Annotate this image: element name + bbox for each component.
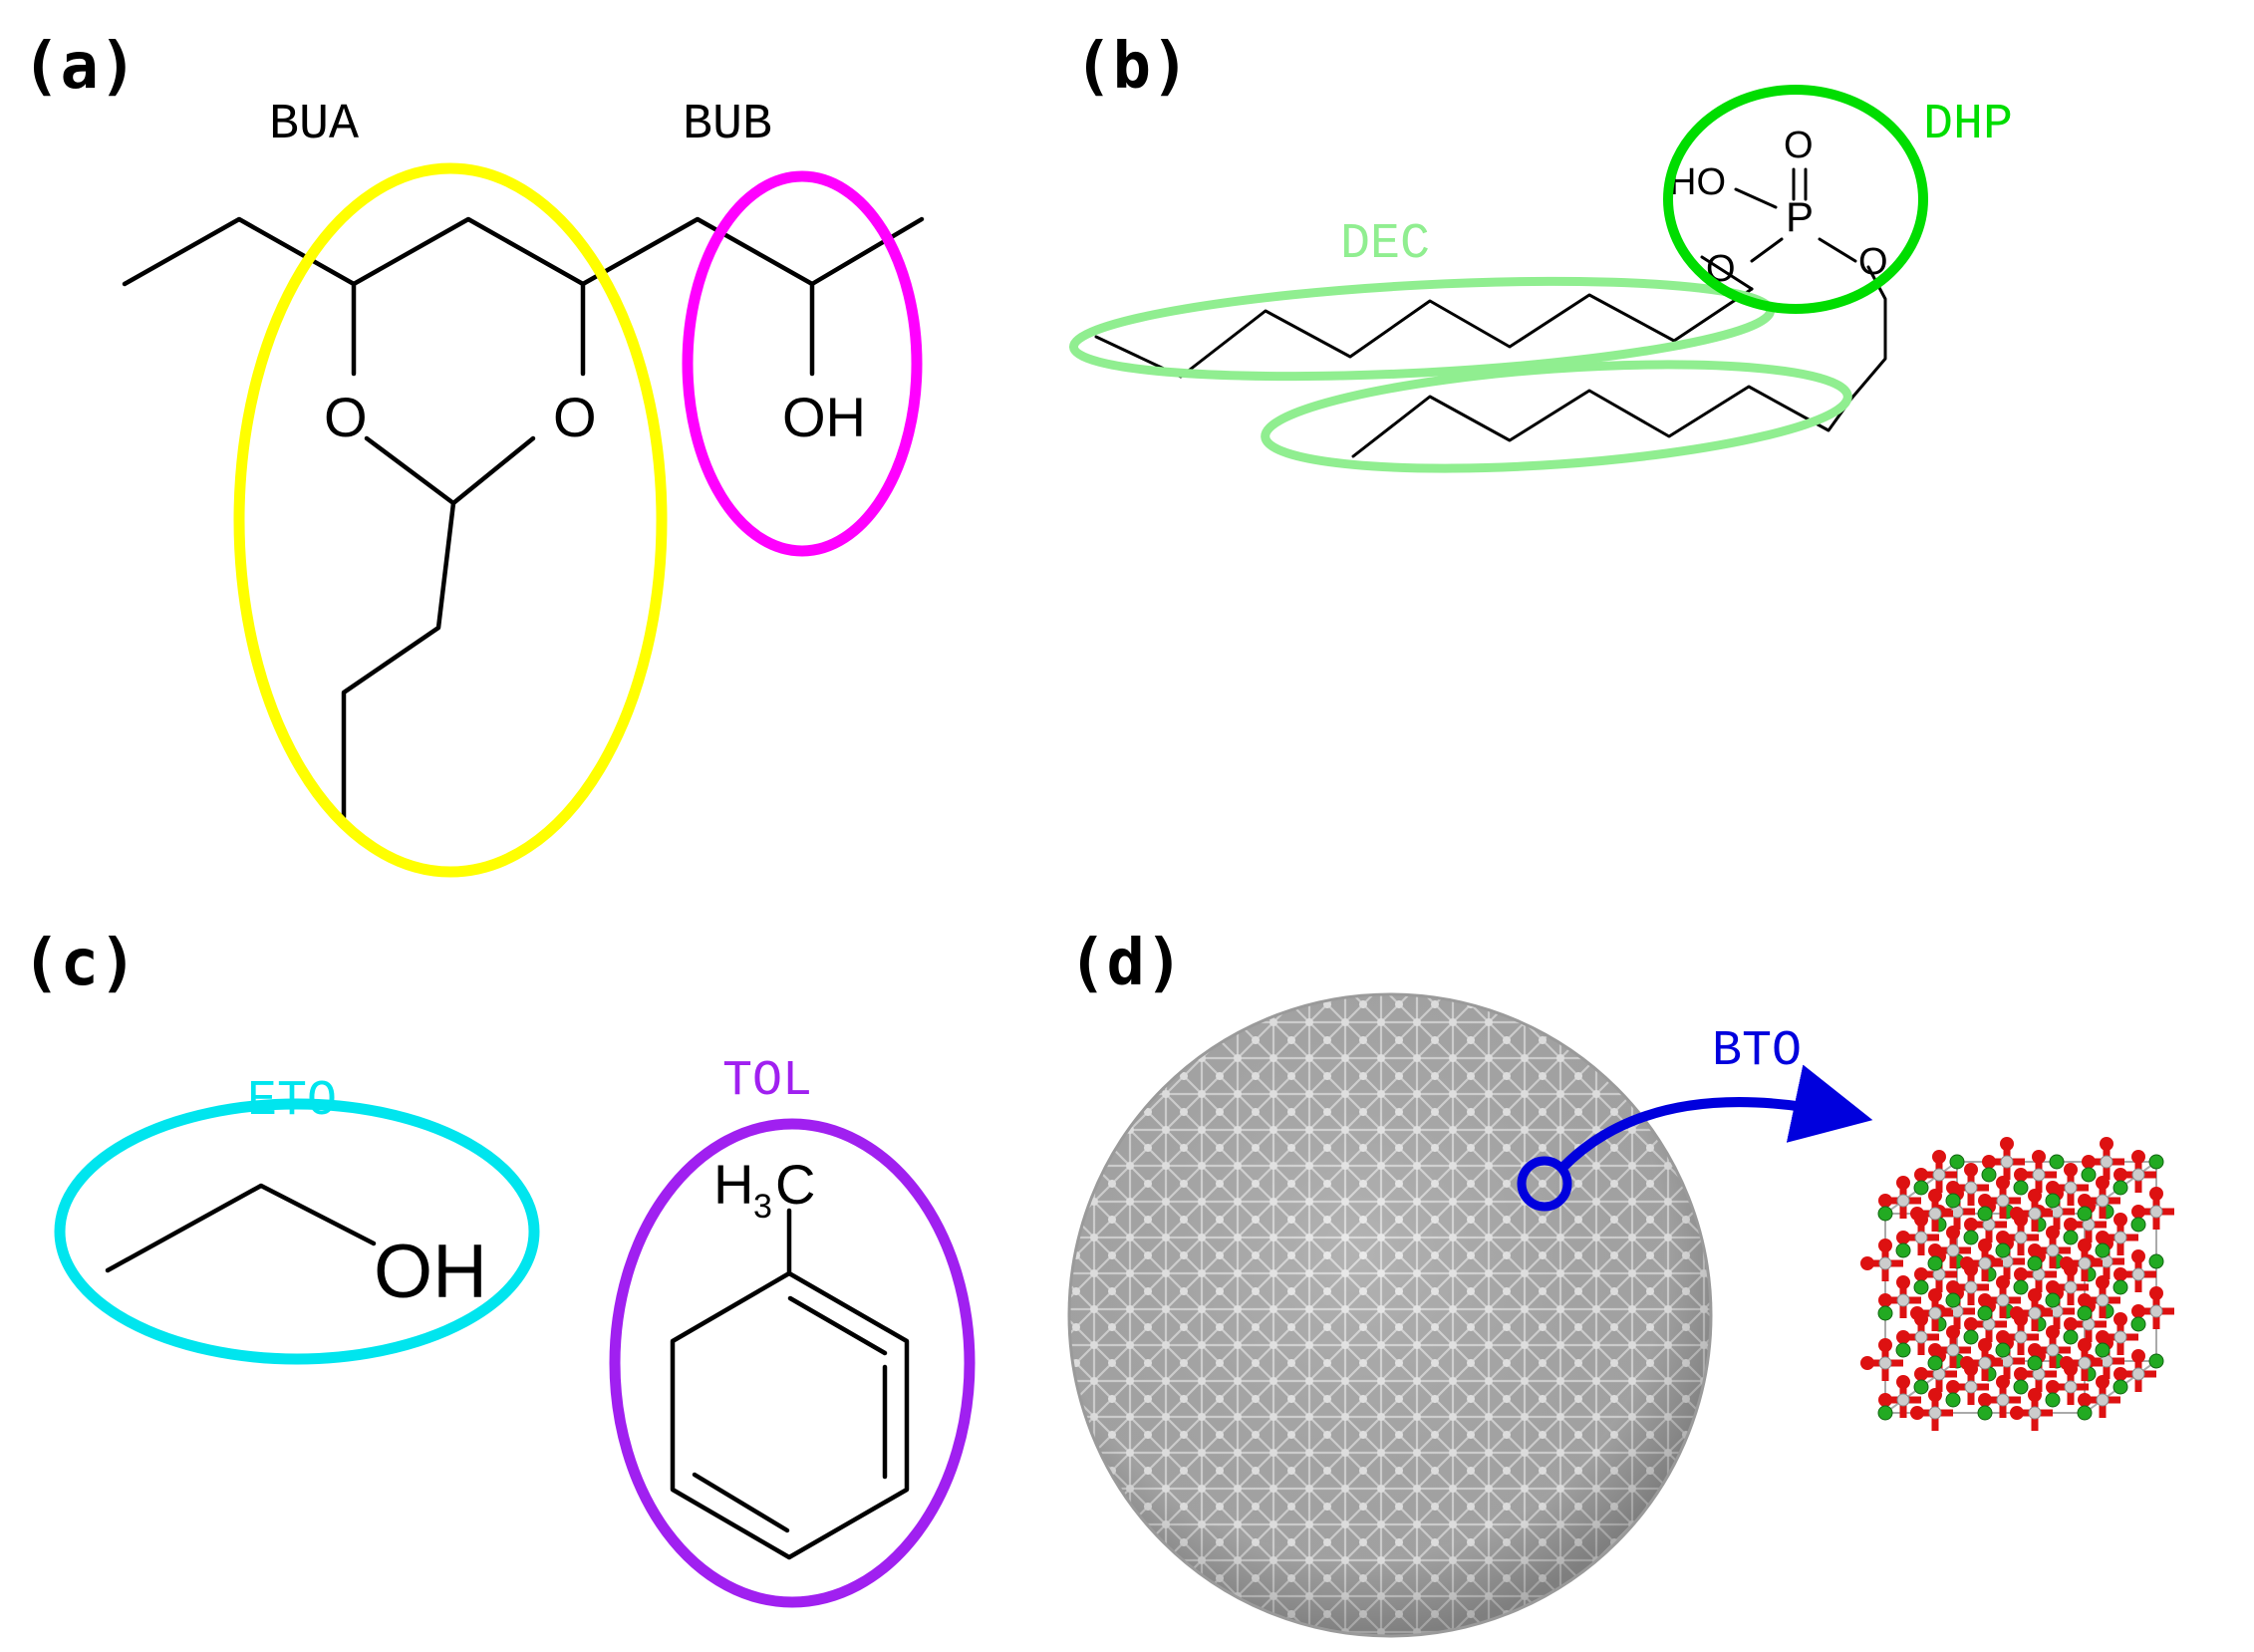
toluene-structure (670, 1208, 910, 1560)
dhp-label: DHP (1923, 97, 2013, 153)
atom-oh: OH (782, 386, 866, 448)
panel-a-label: (a) (22, 30, 138, 104)
panel-d: (d) BTO (1067, 927, 2174, 1638)
dhp-ellipse (1663, 85, 1928, 314)
panel-c: (c) ETO TOL OH H 3 C (22, 927, 976, 1608)
bua-label: BUA (269, 97, 359, 153)
dec-ellipse-1 (1068, 276, 1776, 382)
atom-p: P (1786, 193, 1814, 240)
methyl-label: H 3 C (713, 1153, 815, 1226)
atom-o2: O (553, 386, 597, 448)
ethanol-oh: OH (374, 1230, 487, 1314)
bto-unit-cell (1860, 1137, 2174, 1431)
bto-label: BTO (1712, 1023, 1802, 1080)
atom-o-double: O (1784, 125, 1814, 166)
phosphate-group (1734, 167, 1857, 263)
methyl-c: C (775, 1153, 815, 1216)
atom-o1: O (324, 386, 368, 448)
nanoparticle-sphere (1067, 992, 1713, 1638)
bub-label: BUB (683, 97, 772, 153)
bto-highlight-circle (1517, 1156, 1572, 1212)
methyl-subscript: 3 (753, 1188, 772, 1226)
tol-ellipse (609, 1118, 976, 1608)
decyl-chains (1094, 255, 1887, 458)
dec-ellipse-2 (1261, 360, 1852, 473)
atom-ho: HO (1669, 161, 1726, 203)
eto-ellipse (54, 1098, 540, 1365)
panel-c-label: (c) (22, 927, 138, 1000)
polymer-backbone (122, 216, 925, 820)
panel-b: (b) DEC DHP HO O P O O (1068, 30, 2013, 473)
panel-b-label: (b) (1074, 30, 1190, 104)
ethanol-structure (105, 1183, 377, 1273)
bto-arrow (1558, 1064, 1873, 1172)
panel-d-label: (d) (1068, 927, 1184, 1000)
methyl-h: H (713, 1153, 753, 1216)
dec-label: DEC (1340, 216, 1430, 273)
bua-ellipse (233, 162, 668, 878)
bub-ellipse (682, 170, 923, 557)
tol-label: TOL (722, 1053, 812, 1110)
panel-a: (a) BUA BUB O O OH (22, 30, 925, 878)
